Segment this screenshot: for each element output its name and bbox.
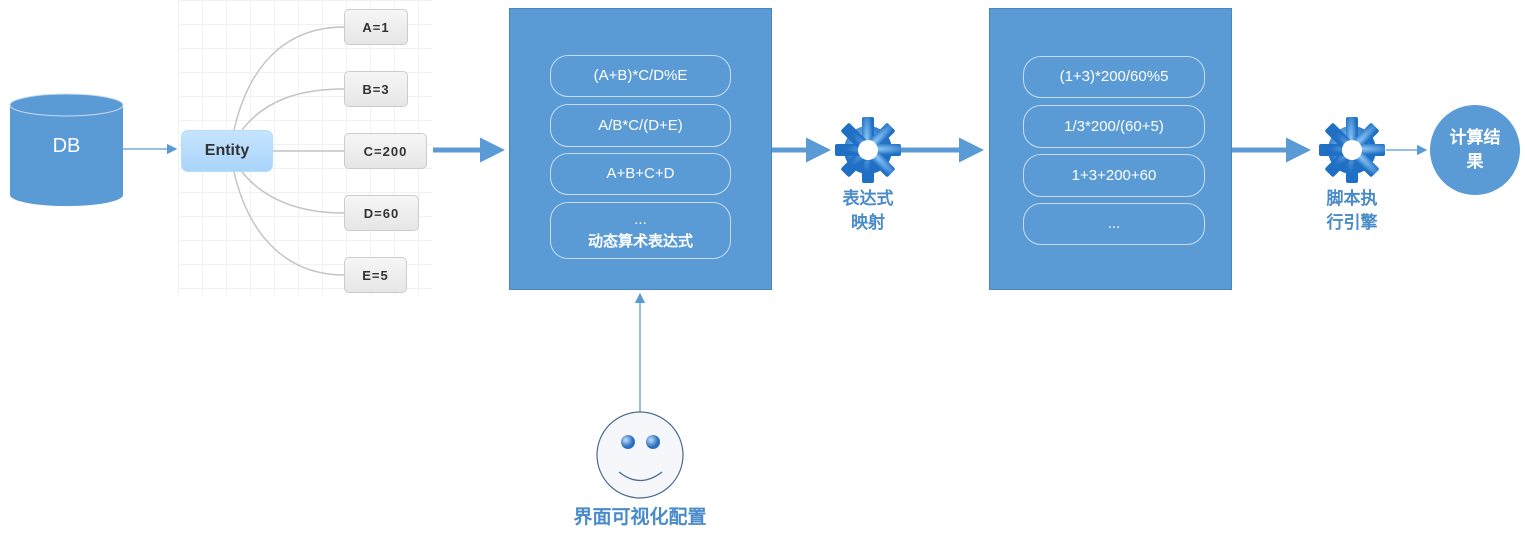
db-cylinder: [9, 93, 124, 207]
mapped-item: ...: [1023, 203, 1205, 245]
result-label: 计算结果: [1449, 128, 1501, 171]
expression-item: A+B+C+D: [550, 153, 731, 195]
attribute-node: E=5: [344, 257, 407, 293]
attribute-node: A=1: [344, 9, 408, 45]
mapping-label: 表达式 映射: [828, 187, 908, 235]
more-ellipsis: ...: [634, 210, 647, 228]
db-label: DB: [52, 135, 81, 157]
mapped-item: 1+3+200+60: [1023, 154, 1205, 197]
engine-label-line1: 脚本执: [1326, 189, 1378, 208]
mapped-item: (1+3)*200/60%5: [1023, 56, 1205, 98]
mapped-expressions-panel: (1+3)*200/60%5 1/3*200/(60+5) 1+3+200+60…: [989, 8, 1232, 290]
expression-item: A/B*C/(D+E): [550, 104, 731, 147]
gear-icon: [1319, 117, 1385, 183]
mapping-label-line2: 映射: [851, 213, 885, 232]
dynamic-expression-label: 动态算术表达式: [587, 232, 693, 250]
attribute-node: B=3: [344, 71, 408, 107]
expressions-panel: (A+B)*C/D%E A/B*C/(D+E) A+B+C+D ... 动态算术…: [509, 8, 772, 290]
expression-item: (A+B)*C/D%E: [550, 55, 731, 97]
engine-label-line2: 行引擎: [1326, 213, 1378, 232]
attribute-node: D=60: [344, 195, 419, 231]
expression-item-more: ... 动态算术表达式: [550, 202, 731, 259]
attribute-node: C=200: [344, 133, 427, 169]
entity-branches: [233, 26, 345, 276]
ui-config-label: 界面可视化配置: [573, 507, 707, 528]
entity-node: Entity: [181, 130, 273, 172]
engine-label: 脚本执 行引擎: [1312, 187, 1392, 235]
mapped-item: 1/3*200/(60+5): [1023, 105, 1205, 148]
mapping-label-line1: 表达式: [842, 189, 894, 208]
result-node: 计算结果: [1430, 105, 1520, 195]
gear-icon: [835, 117, 901, 183]
smiley-user-icon: [596, 411, 684, 499]
